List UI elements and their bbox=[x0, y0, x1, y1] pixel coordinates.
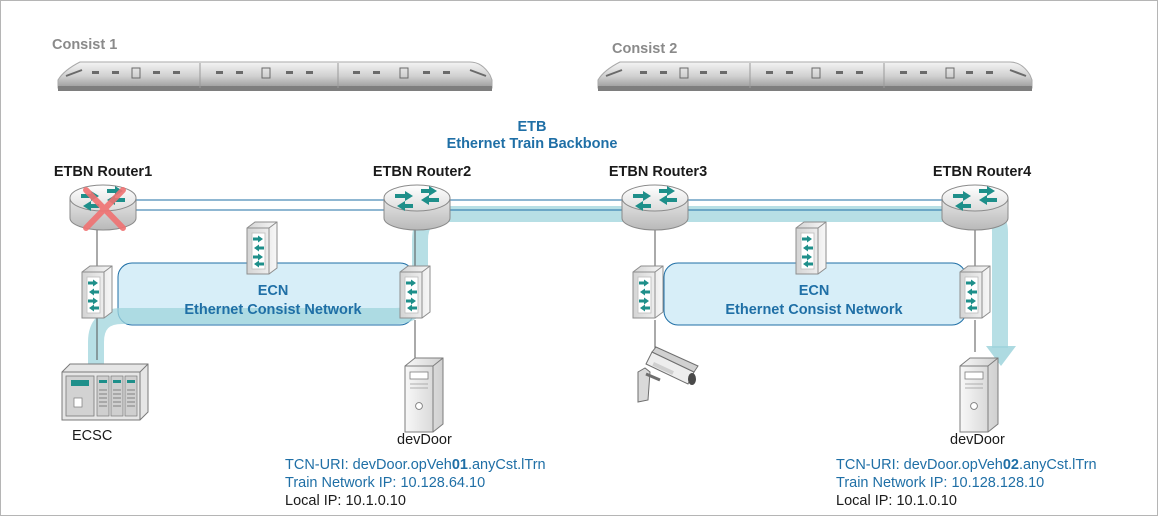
switch-icon bbox=[399, 265, 431, 319]
router-3-label: ETBN Router3 bbox=[609, 164, 707, 180]
device-info-2: TCN-URI: devDoor.opVeh02.anyCst.lTrn Tra… bbox=[836, 456, 1097, 510]
device-info-2-uri: TCN-URI: devDoor.opVeh02.anyCst.lTrn bbox=[836, 456, 1097, 474]
switch-icon bbox=[959, 265, 991, 319]
etb-long-label: Ethernet Train Backbone bbox=[447, 136, 618, 152]
ecn-1-short-label: ECN bbox=[258, 283, 289, 299]
failure-cross-icon bbox=[83, 187, 126, 231]
ecn-2-long-label: Ethernet Consist Network bbox=[725, 302, 903, 318]
uri-vehicle-number: 01 bbox=[451, 457, 468, 473]
switch-icon bbox=[81, 265, 113, 319]
door-1-label: devDoor bbox=[397, 432, 452, 448]
ecsc-controller-icon bbox=[61, 363, 149, 421]
flow-arrow-icon bbox=[986, 346, 1016, 366]
door-2-label: devDoor bbox=[950, 432, 1005, 448]
device-info-1-local-ip: Local IP: 10.1.0.10 bbox=[285, 493, 406, 509]
router-3-icon bbox=[621, 184, 689, 231]
uri-prefix: TCN-URI: devDoor.opVeh bbox=[285, 457, 452, 473]
backbone-cable bbox=[136, 199, 946, 211]
etb-short-label: ETB bbox=[518, 119, 547, 135]
device-info-1: TCN-URI: devDoor.opVeh01.anyCst.lTrn Tra… bbox=[285, 456, 546, 510]
router-4-icon bbox=[941, 184, 1009, 231]
connection-lines bbox=[96, 228, 976, 360]
uri-suffix: .anyCst.lTrn bbox=[467, 457, 546, 473]
ecsc-label: ECSC bbox=[72, 428, 112, 444]
server-icon bbox=[959, 357, 999, 433]
router-4-label: ETBN Router4 bbox=[933, 164, 1031, 180]
device-info-1-train-ip: Train Network IP: 10.128.64.10 bbox=[285, 475, 486, 491]
switch-icon bbox=[795, 221, 827, 275]
uri-prefix: TCN-URI: devDoor.opVeh bbox=[836, 457, 1003, 473]
router-2-icon bbox=[383, 184, 451, 231]
uri-suffix: .anyCst.lTrn bbox=[1018, 457, 1097, 473]
device-info-2-local-ip: Local IP: 10.1.0.10 bbox=[836, 493, 957, 509]
consist-2-label: Consist 2 bbox=[612, 41, 677, 57]
router-1-label: ETBN Router1 bbox=[54, 164, 152, 180]
router-2-label: ETBN Router2 bbox=[373, 164, 471, 180]
camera-icon bbox=[637, 346, 699, 403]
device-info-2-train-ip: Train Network IP: 10.128.128.10 bbox=[836, 475, 1045, 491]
switch-icon bbox=[246, 221, 278, 275]
device-info-1-uri: TCN-URI: devDoor.opVeh01.anyCst.lTrn bbox=[285, 456, 546, 474]
ecn-1-long-label: Ethernet Consist Network bbox=[184, 302, 362, 318]
consist-1-train-icon bbox=[57, 61, 493, 91]
consist-2-train-icon bbox=[597, 61, 1033, 91]
server-icon bbox=[404, 357, 444, 433]
consist-1-label: Consist 1 bbox=[52, 37, 117, 53]
ecn-2-short-label: ECN bbox=[799, 283, 830, 299]
uri-vehicle-number: 02 bbox=[1002, 457, 1019, 473]
switch-icon bbox=[632, 265, 664, 319]
